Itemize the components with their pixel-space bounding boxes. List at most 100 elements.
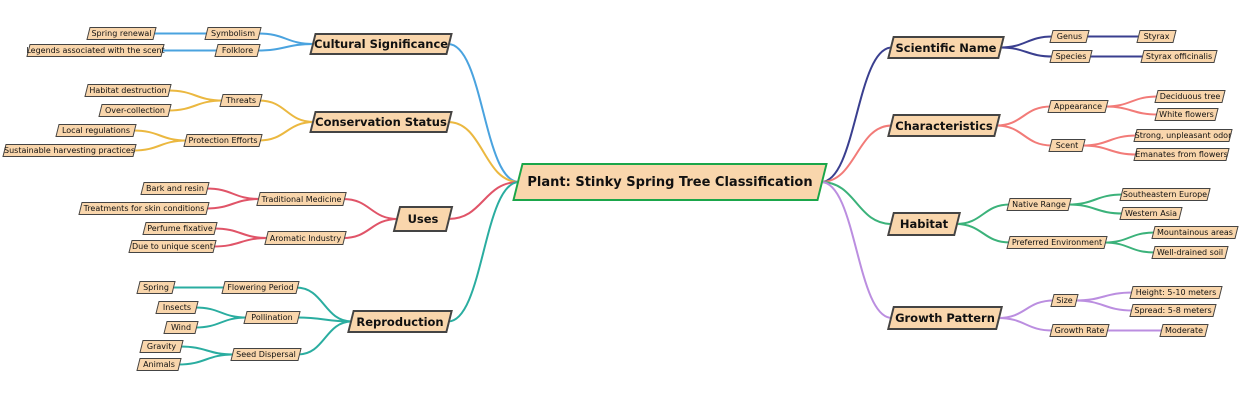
topic-symbolism[interactable]: Symbolism <box>204 27 262 40</box>
leaf-label: Spring renewal <box>91 29 152 38</box>
leaf-wind[interactable]: Wind <box>163 321 199 334</box>
leaf-perfume-fixative[interactable]: Perfume fixative <box>142 222 218 235</box>
leaf-spread[interactable]: Spread: 5-8 meters <box>1129 304 1217 317</box>
connector-c-c1 <box>256 43 315 52</box>
branch-growth-pattern[interactable]: Growth Pattern <box>887 306 1003 330</box>
connector-b1-b11 <box>1103 241 1156 254</box>
branch-label: Reproduction <box>356 314 444 329</box>
leaf-southeastern-europe[interactable]: Southeastern Europe <box>1119 188 1211 201</box>
leaf-spring[interactable]: Spring <box>136 281 176 294</box>
leaf-styrax-officinalis[interactable]: Styrax officinalis <box>1140 50 1218 63</box>
leaf-label: Mountainous areas <box>1157 228 1233 237</box>
topic-native-range[interactable]: Native Range <box>1006 198 1072 211</box>
leaf-emanates-from-flowers[interactable]: Emanates from flowers <box>1133 148 1230 161</box>
leaf-well-drained-soil[interactable]: Well-drained soil <box>1151 246 1229 259</box>
topic-appearance[interactable]: Appearance <box>1047 100 1109 113</box>
leaf-habitat-destruction[interactable]: Habitat destruction <box>84 84 172 97</box>
connector-root-b <box>820 181 893 225</box>
leaf-animals[interactable]: Animals <box>136 358 182 371</box>
leaf-unique-scent[interactable]: Due to unique scent <box>128 240 217 253</box>
leaf-deciduous-tree[interactable]: Deciduous tree <box>1154 90 1226 103</box>
leaf-skin-treatments[interactable]: Treatments for skin conditions <box>78 202 210 215</box>
connector-u-u1 <box>342 218 399 239</box>
leaf-strong-odor[interactable]: Strong, unpleasant odor <box>1133 129 1233 142</box>
topic-label: Appearance <box>1053 102 1103 111</box>
topic-flowering-period[interactable]: Flowering Period <box>221 281 300 294</box>
topic-preferred-environment[interactable]: Preferred Environment <box>1006 236 1108 249</box>
connector-root-r <box>447 181 520 323</box>
leaf-spring-renewal[interactable]: Spring renewal <box>86 27 157 40</box>
leaf-label: Western Asia <box>1124 209 1178 218</box>
leaf-sustainable-harvesting[interactable]: Sustainable harvesting practices <box>2 144 137 157</box>
connector-u0-u01 <box>205 198 261 210</box>
topic-label: Traditional Medicine <box>261 194 342 204</box>
leaf-label: Styrax officinalis <box>1145 52 1213 61</box>
topic-label: Genus <box>1056 32 1083 41</box>
branch-uses[interactable]: Uses <box>392 206 454 232</box>
connector-r-r2 <box>297 320 353 356</box>
topic-seed-dispersal[interactable]: Seed Dispersal <box>230 348 302 361</box>
connector-b1-b10 <box>1103 231 1156 244</box>
topic-size[interactable]: Size <box>1050 294 1079 307</box>
branch-scientific-name[interactable]: Scientific Name <box>887 36 1005 59</box>
topic-species[interactable]: Species <box>1049 50 1093 63</box>
connector-root-s <box>820 46 893 183</box>
connector-n1-n10 <box>132 129 188 142</box>
leaf-label: Spread: 5-8 meters <box>1134 306 1212 315</box>
leaf-legends[interactable]: Legends associated with the scent <box>26 44 165 57</box>
connector-g0-g00 <box>1074 291 1134 302</box>
branch-habitat[interactable]: Habitat <box>887 212 961 236</box>
connector-r1-r10 <box>194 306 248 319</box>
leaf-moderate[interactable]: Moderate <box>1159 324 1209 337</box>
leaf-label: Habitat destruction <box>89 86 167 95</box>
connector-h1-h11 <box>1081 144 1138 156</box>
topic-label: Protection Efforts <box>188 136 258 145</box>
branch-label: Habitat <box>899 217 949 231</box>
leaf-mountainous-areas[interactable]: Mountainous areas <box>1151 226 1239 239</box>
topic-threats[interactable]: Threats <box>219 94 263 107</box>
topic-folklore[interactable]: Folklore <box>214 44 261 57</box>
leaf-label: Treatments for skin conditions <box>83 204 205 213</box>
topic-protection-efforts[interactable]: Protection Efforts <box>183 134 263 147</box>
leaf-label: Moderate <box>1164 326 1204 335</box>
branch-label: Scientific Name <box>895 40 997 55</box>
leaf-local-regulations[interactable]: Local regulations <box>55 124 137 137</box>
leaf-label: Wind <box>170 323 192 332</box>
branch-conservation-status[interactable]: Conservation Status <box>309 111 453 133</box>
connector-u1-u10 <box>213 227 269 239</box>
connector-g0-g01 <box>1074 299 1134 312</box>
branch-label: Characteristics <box>895 118 993 133</box>
leaf-gravity[interactable]: Gravity <box>139 340 184 353</box>
topic-growth-rate[interactable]: Growth Rate <box>1049 324 1110 337</box>
topic-pollination[interactable]: Pollination <box>243 311 301 324</box>
topic-label: Threats <box>225 96 257 105</box>
topic-label: Species <box>1055 52 1087 61</box>
leaf-white-flowers[interactable]: White flowers <box>1154 108 1219 121</box>
leaf-label: Emanates from flowers <box>1135 150 1228 159</box>
leaf-label: Height: 5-10 meters <box>1135 288 1217 297</box>
connector-root-c <box>447 43 520 183</box>
leaf-bark-and-resin[interactable]: Bark and resin <box>140 182 210 195</box>
topic-traditional-medicine[interactable]: Traditional Medicine <box>256 192 347 206</box>
connector-g-g0 <box>997 299 1055 319</box>
leaf-over-collection[interactable]: Over-collection <box>98 104 172 117</box>
connector-s-s1 <box>999 46 1054 58</box>
branch-characteristics[interactable]: Characteristics <box>887 114 1001 137</box>
topic-scent[interactable]: Scent <box>1048 139 1086 152</box>
topic-aromatic-industry[interactable]: Aromatic Industry <box>264 231 347 245</box>
leaf-insects[interactable]: Insects <box>155 301 199 314</box>
root-node[interactable]: Plant: Stinky Spring Tree Classification <box>512 163 828 201</box>
leaf-styrax[interactable]: Styrax <box>1136 30 1177 43</box>
branch-reproduction[interactable]: Reproduction <box>347 310 453 333</box>
connector-n-n1 <box>258 121 315 142</box>
topic-label: Flowering Period <box>227 283 294 292</box>
branch-cultural-significance[interactable]: Cultural Significance <box>309 33 453 55</box>
leaf-height[interactable]: Height: 5-10 meters <box>1129 286 1223 299</box>
connector-h-h0 <box>995 105 1052 127</box>
leaf-label: White flowers <box>1159 110 1214 119</box>
leaf-western-asia[interactable]: Western Asia <box>1119 207 1183 220</box>
topic-genus[interactable]: Genus <box>1049 30 1090 43</box>
leaf-label: Spring <box>143 283 169 292</box>
